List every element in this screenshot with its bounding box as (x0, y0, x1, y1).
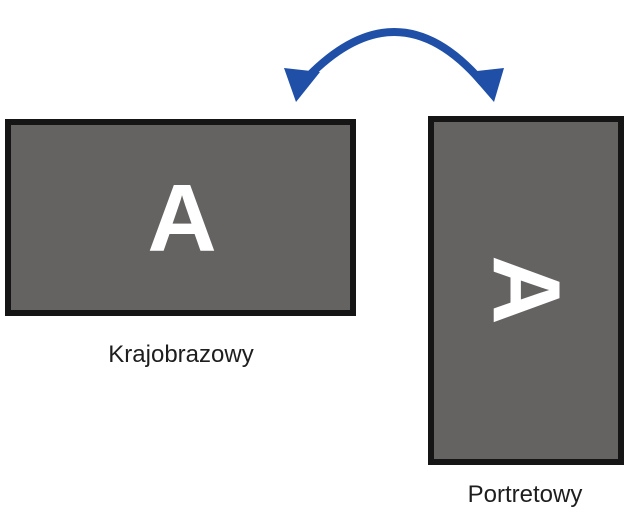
landscape-caption: Krajobrazowy (108, 341, 253, 368)
arrow-head-right (468, 68, 504, 102)
curved-double-arrow-icon (284, 28, 504, 102)
landscape-screen: A (5, 119, 356, 316)
portrait-screen-frame (428, 116, 624, 465)
landscape-screen-letter: A (147, 165, 216, 272)
portrait-caption: Portretowy (468, 481, 583, 508)
landscape-screen-frame (5, 119, 356, 316)
portrait-screen-letter: A (473, 255, 580, 324)
arrow-head-left (284, 68, 320, 102)
portrait-screen: A (428, 116, 624, 465)
